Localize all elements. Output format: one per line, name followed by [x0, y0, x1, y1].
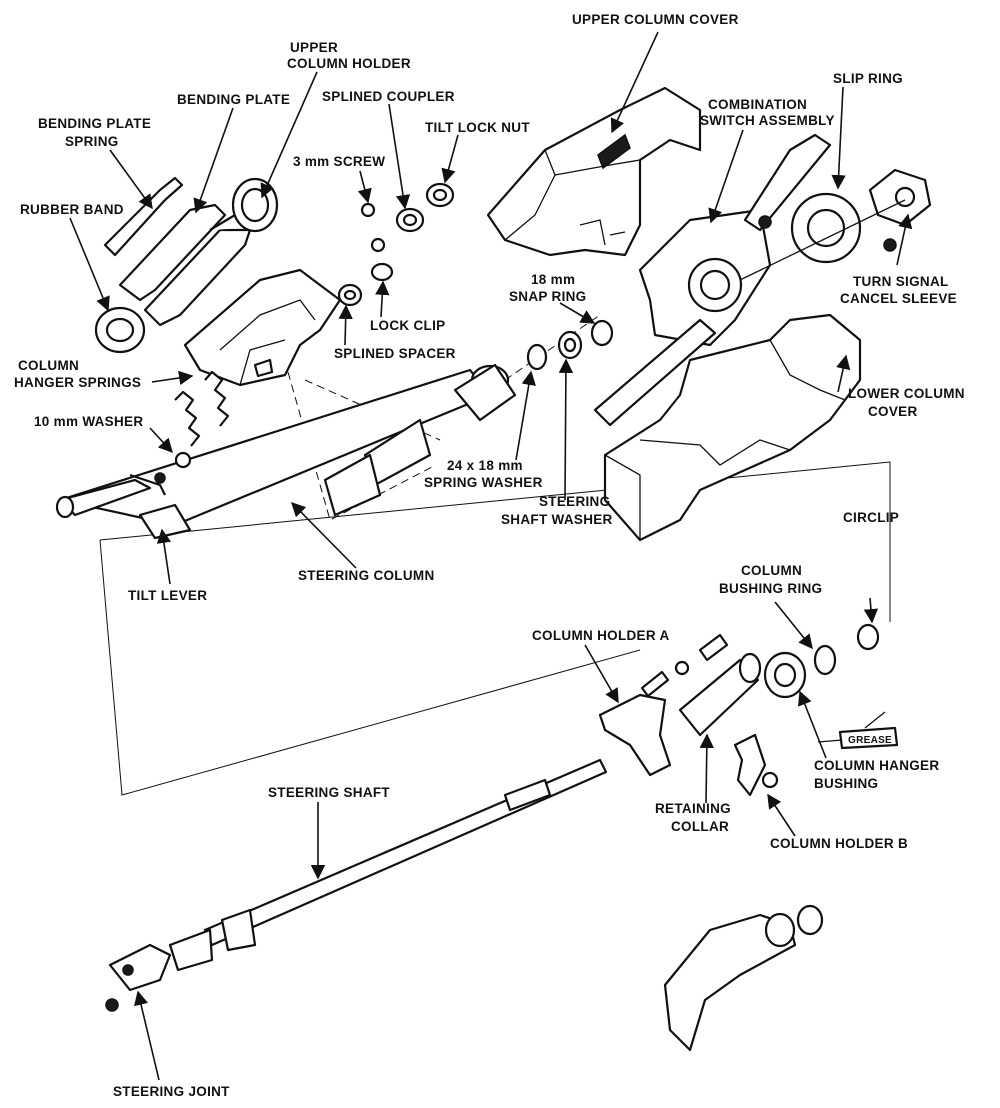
label-column-bushing-ring-line2: BUSHING RING — [719, 581, 822, 596]
small-parts — [337, 182, 455, 307]
label-combination-switch-line1: COMBINATION — [708, 97, 807, 112]
upper-column-holder-part — [183, 268, 342, 387]
upper-column-cover-part — [486, 86, 702, 257]
label-lower-column-cover-line2: COVER — [868, 404, 918, 419]
label-column-hanger-bushing-line1: COLUMN HANGER — [814, 758, 939, 773]
label-splined-coupler: SPLINED COUPLER — [322, 89, 455, 104]
label-splined-spacer: SPLINED SPACER — [334, 346, 456, 361]
steering-joint-part — [105, 943, 172, 1012]
label-turn-signal-line1: TURN SIGNAL — [853, 274, 949, 289]
label-retaining-collar-line2: COLLAR — [671, 819, 729, 834]
retaining-collar-part — [678, 652, 762, 737]
column-holder-a-part — [598, 633, 729, 777]
label-bending-plate: BENDING PLATE — [177, 92, 290, 107]
label-upper-column-cover: UPPER COLUMN COVER — [572, 12, 739, 27]
label-circlip: CIRCLIP — [843, 510, 899, 525]
label-spring-washer-line2: SPRING WASHER — [424, 475, 543, 490]
label-10mm-washer: 10 mm WASHER — [34, 414, 143, 429]
column-holder-ring-part — [231, 177, 279, 233]
label-lower-column-cover-line1: LOWER COLUMN — [848, 386, 965, 401]
shaft-washers — [526, 319, 614, 371]
label-column-hanger-springs-line2: HANGER SPRINGS — [14, 375, 141, 390]
label-upper-column-holder-line1: UPPER — [290, 40, 338, 55]
grease-label: GREASE — [848, 735, 892, 746]
label-upper-column-holder-line2: COLUMN HOLDER — [287, 56, 411, 71]
column-hanger-springs-part — [154, 370, 230, 484]
label-steering-shaft-washer-line2: SHAFT WASHER — [501, 512, 613, 527]
label-bending-plate-spring-line2: SPRING — [65, 134, 119, 149]
label-steering-joint: STEERING JOINT — [113, 1084, 230, 1099]
label-steering-shaft: STEERING SHAFT — [268, 785, 390, 800]
steering-shaft-part — [168, 758, 608, 972]
label-snap-ring-line2: SNAP RING — [509, 289, 586, 304]
label-column-bushing-ring-line1: COLUMN — [741, 563, 802, 578]
label-lock-clip: LOCK CLIP — [370, 318, 445, 333]
label-combination-switch-line2: SWITCH ASSEMBLY — [700, 113, 835, 128]
label-bending-plate-spring-line1: BENDING PLATE — [38, 116, 151, 131]
label-steering-shaft-washer-line1: STEERING — [539, 494, 610, 509]
label-column-holder-a: COLUMN HOLDER A — [532, 628, 670, 643]
label-retaining-collar-line1: RETAINING — [655, 801, 731, 816]
rubber-band-part — [94, 306, 146, 354]
lower-column-cover-part — [603, 313, 862, 542]
label-spring-washer-line1: 24 x 18 mm — [447, 458, 523, 473]
part-labels: UPPER COLUMN COVER UPPER COLUMN HOLDER B… — [14, 12, 965, 1099]
steering-column-part — [58, 363, 517, 527]
label-slip-ring: SLIP RING — [833, 71, 903, 86]
label-column-holder-b: COLUMN HOLDER B — [770, 836, 908, 851]
column-hanger-bushing-part — [763, 623, 880, 699]
label-steering-column: STEERING COLUMN — [298, 568, 435, 583]
leader-lines — [69, 31, 913, 1081]
label-turn-signal-line2: CANCEL SLEEVE — [840, 291, 957, 306]
label-column-hanger-bushing-line2: BUSHING — [814, 776, 878, 791]
column-holder-b-part — [733, 733, 779, 797]
label-snap-ring-line1: 18 mm — [531, 272, 575, 287]
label-3mm-screw: 3 mm SCREW — [293, 154, 385, 169]
grease-tube-part: GREASE — [817, 711, 899, 750]
bending-plate-spring-part — [103, 176, 184, 257]
label-column-hanger-springs-line1: COLUMN — [18, 358, 79, 373]
label-tilt-lever: TILT LEVER — [128, 588, 207, 603]
label-rubber-band: RUBBER BAND — [20, 202, 124, 217]
label-tilt-lock-nut: TILT LOCK NUT — [425, 120, 530, 135]
tilt-lever-part — [55, 473, 192, 540]
column-boot-part — [663, 904, 824, 1052]
